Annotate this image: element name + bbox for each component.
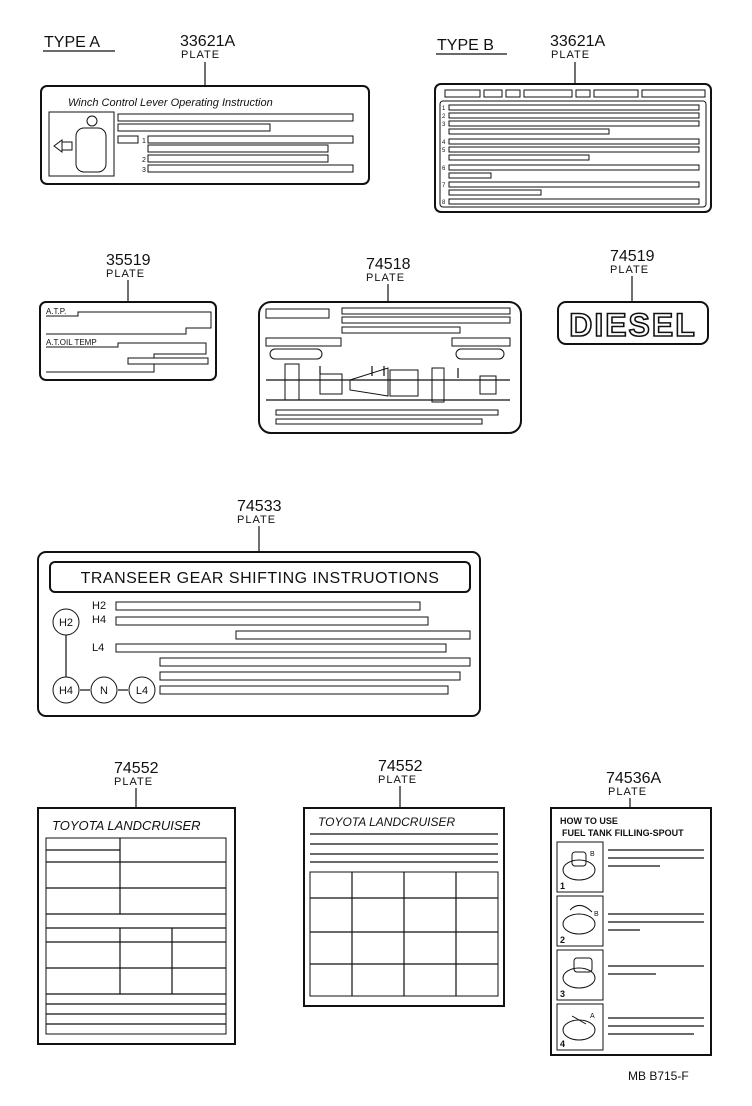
p74518-plate-label: PLATE — [366, 272, 405, 284]
type-b-label: TYPE B — [437, 37, 494, 54]
type-a-part-number: 33621A — [180, 33, 235, 50]
p74552a-grid — [46, 838, 226, 1025]
type-a-plate-outline — [40, 85, 370, 185]
type-b-header-tabs — [444, 89, 706, 98]
type-a-num-3: 3 — [142, 167, 146, 174]
type-b-plate-label: PLATE — [551, 49, 590, 61]
p74536-plate-outline — [550, 807, 712, 1056]
p74533-plate-outline — [37, 551, 481, 717]
p74533-text-bars — [115, 601, 471, 695]
step-1-illustration: B 1 — [556, 841, 604, 893]
type-a-title: Winch Control Lever Operating Instructio… — [68, 97, 273, 109]
row-h4-label: H4 — [92, 614, 106, 626]
p74519-plate-label: PLATE — [610, 264, 649, 276]
p35519-plate-label: PLATE — [106, 268, 145, 280]
p74536-plate-label: PLATE — [608, 786, 647, 798]
type-b-inner-frame — [439, 100, 707, 208]
step-3-illustration: 3 — [556, 949, 604, 1001]
type-a-plate-label: PLATE — [181, 49, 220, 61]
p74552a-plate-label: PLATE — [114, 776, 153, 788]
p74552a-title: TOYOTA LANDCRUISER — [52, 818, 201, 833]
type-a-num-1: 1 — [142, 138, 146, 145]
type-b-num-3: 3 — [442, 122, 446, 128]
step-2-illustration: B 2 — [556, 895, 604, 947]
row-h2-label: H2 — [92, 600, 106, 612]
plate-74533: 74533 PLATE TRANSEER GEAR SHIFTING INSTR… — [37, 498, 481, 717]
p74518-text-bars — [265, 307, 511, 425]
p74519-part-number: 74519 — [610, 248, 655, 265]
type-a-plate: TYPE A 33621A PLATE Winch Control Lever … — [40, 33, 370, 185]
p74536-part-number: 74536A — [606, 770, 661, 787]
p74533-title: TRANSEER GEAR SHIFTING INSTRUOTIONS — [81, 570, 440, 587]
type-a-text-bars — [117, 113, 354, 173]
p35519-atp-field — [46, 311, 212, 335]
type-a-label: TYPE A — [44, 34, 100, 51]
p35519-oil-temp-bar — [127, 357, 209, 365]
type-a-icon-box — [48, 111, 115, 177]
diagram-code: MB B715-F — [628, 1069, 689, 1083]
p74533-plate-label: PLATE — [237, 514, 276, 526]
type-b-num-8: 8 — [442, 200, 446, 206]
p74552b-part-number: 74552 — [378, 758, 423, 775]
type-b-text-bars — [448, 104, 700, 205]
p74552b-plate-outline — [303, 807, 505, 1007]
p74518-part-number: 74518 — [366, 256, 411, 273]
type-b-plate-outline — [434, 83, 712, 213]
p35519-part-number: 35519 — [106, 252, 151, 269]
p74519-plate-outline — [557, 301, 709, 345]
p35519-oil-temp-label: A.T.OIL TEMP — [46, 338, 97, 347]
step-2-number: 2 — [560, 935, 565, 945]
p74536-instruction-lines — [608, 849, 704, 1035]
operator-icon — [53, 115, 107, 173]
circle-h4: H4 — [59, 685, 73, 697]
diesel-text: DIESEL — [569, 307, 697, 343]
type-b-num-6: 6 — [442, 166, 446, 172]
plate-74552-middle: 74552 PLATE TOYOTA LANDCRUISER — [303, 758, 505, 1007]
circle-h2: H2 — [59, 617, 73, 629]
svg-text:B: B — [594, 911, 599, 918]
p74533-title-box — [49, 561, 471, 593]
p74536-title-2: FUEL TANK FILLING-SPOUT — [562, 828, 684, 838]
p74552a-plate-outline — [37, 807, 236, 1045]
type-b-num-7: 7 — [442, 183, 446, 189]
circle-n: N — [100, 685, 108, 697]
step-3-number: 3 — [560, 989, 565, 999]
p74552b-plate-label: PLATE — [378, 774, 417, 786]
svg-text:B: B — [590, 851, 595, 858]
plate-74518: 74518 PLATE — [258, 256, 522, 434]
row-l4-label: L4 — [92, 642, 104, 654]
type-b-plate: TYPE B 33621A PLATE — [434, 33, 712, 213]
p74552a-part-number: 74552 — [114, 760, 159, 777]
p74533-part-number: 74533 — [237, 498, 282, 515]
type-b-num-2: 2 — [442, 114, 446, 120]
p74552b-grid — [310, 872, 498, 996]
shift-pattern: H2 H4 N L4 — [52, 608, 156, 704]
step-4-illustration: A 4 — [556, 1003, 604, 1051]
p74536-title-1: HOW TO USE — [560, 816, 618, 826]
p35519-oil-temp-field — [46, 342, 207, 373]
step-1-number: 1 — [560, 881, 565, 891]
type-b-part-number: 33621A — [550, 33, 605, 50]
p74552b-lines — [310, 833, 498, 863]
p35519-plate-outline — [39, 301, 217, 381]
plate-35519: 35519 PLATE A.T.P. A.T.OIL TEMP — [39, 252, 217, 381]
step-4-number: 4 — [560, 1039, 565, 1049]
type-b-num-1: 1 — [442, 106, 446, 112]
p74552a-table — [45, 837, 227, 1035]
p74518-plate-outline — [258, 301, 522, 434]
plate-74519: 74519 PLATE DIESEL — [557, 248, 709, 345]
plate-74552-left: 74552 PLATE TOYOTA LANDCRUISER — [37, 760, 236, 1045]
chassis-drawing — [266, 348, 510, 403]
plate-74536a: 74536A PLATE HOW TO USE FUEL TANK FILLIN… — [550, 770, 712, 1056]
p74552b-title: TOYOTA LANDCRUISER — [318, 815, 455, 829]
p35519-atp-label: A.T.P. — [46, 307, 66, 316]
type-b-num-4: 4 — [442, 140, 446, 146]
circle-l4: L4 — [136, 685, 148, 697]
type-a-num-2: 2 — [142, 157, 146, 164]
svg-text:A: A — [590, 1013, 595, 1020]
type-b-num-5: 5 — [442, 148, 446, 154]
